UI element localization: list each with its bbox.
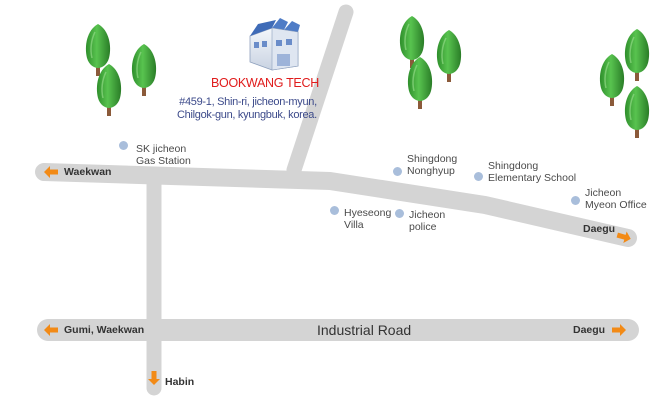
tree-icon — [624, 85, 650, 139]
north-road — [286, 4, 354, 178]
tree-icon — [599, 53, 625, 107]
landmark-marker-icon — [330, 206, 339, 215]
waekwan-daegu-road — [35, 163, 637, 247]
direction-gumi-waekwan: Gumi, Waekwan — [64, 324, 145, 336]
tree-icon — [131, 43, 157, 97]
landmark-marker-icon — [393, 167, 402, 176]
direction-daegu-upper: Daegu — [583, 223, 616, 235]
direction-arrows — [44, 166, 633, 385]
address-line-1: #459-1, Shin-ri, jicheon-myun, — [179, 96, 317, 108]
company-name: BOOKWANG TECH — [211, 76, 319, 90]
tree-icon — [624, 28, 650, 82]
landmark-sk-gas-station: SK jicheon Gas Station — [136, 143, 191, 167]
landmark-marker-icon — [395, 209, 404, 218]
landmark-marker-icon — [474, 172, 483, 181]
landmark-marker-icon — [119, 141, 128, 150]
landmark-nonghyup: Shingdong Nonghyup — [407, 153, 458, 177]
roads — [35, 4, 639, 396]
direction-waekwan: Waekwan — [64, 166, 112, 178]
landmark-marker-icon — [571, 196, 580, 205]
landmark-myeon-office: Jicheon Myeon Office — [585, 187, 647, 211]
direction-habin: Habin — [165, 376, 195, 388]
direction-daegu-lower: Daegu — [573, 324, 606, 336]
industrial-road-label: Industrial Road — [317, 322, 412, 338]
trees — [85, 15, 650, 139]
landmark-hyeseong-villa: Hyeseong Villa — [344, 207, 392, 231]
tree-icon — [96, 63, 122, 117]
landmark-police: Jicheon police — [409, 209, 446, 233]
company-address: #459-1, Shin-ri, jicheon-myun, Chilgok-g… — [177, 96, 317, 122]
landmark-elementary-school: Shingdong Elementary School — [488, 160, 577, 184]
tree-icon — [436, 29, 462, 83]
factory-building-icon — [249, 18, 300, 71]
address-line-2: Chilgok-gun, kyungbuk, korea. — [177, 109, 317, 121]
